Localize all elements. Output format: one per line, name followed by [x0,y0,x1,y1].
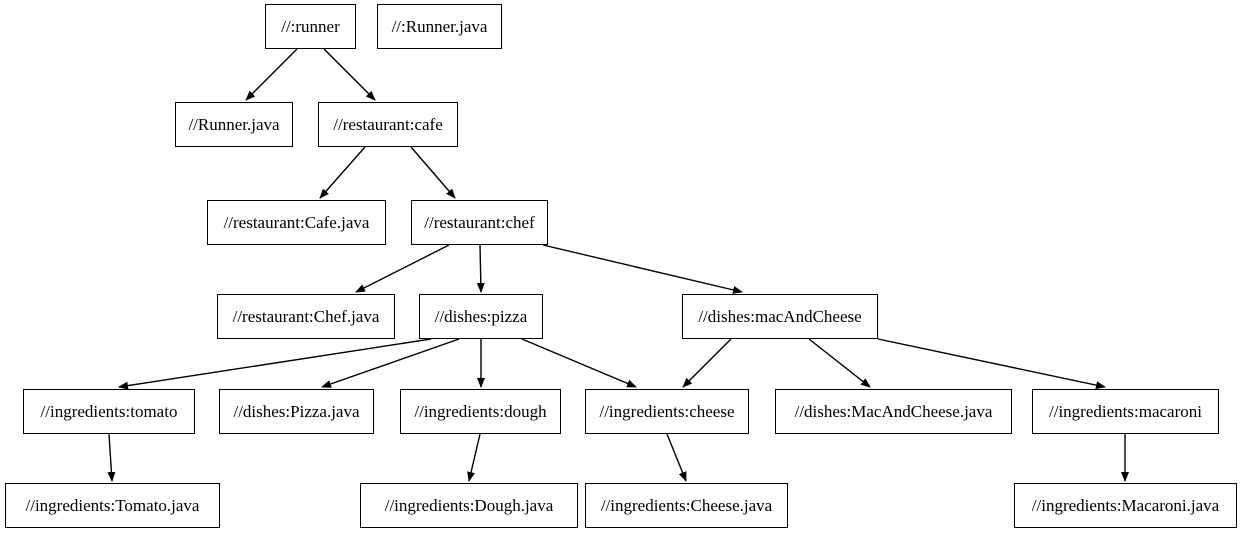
graph-edge-dishes_pizza-to-ing_tomato [118,338,432,390]
graph-edge-ing_dough-to-dough_java [467,433,481,482]
graph-node-mac_java[interactable]: //dishes:MacAndCheese.java [775,389,1012,434]
graph-node-label: //dishes:macAndCheese [698,307,862,326]
graph-node-restaurant_cafe[interactable]: //restaurant:cafe [318,102,458,147]
graph-node-label: //restaurant:cafe [333,115,443,134]
graph-edge-dishes_pizza-to-ing_cheese [521,338,637,388]
graph-node-label: //restaurant:chef [424,213,535,232]
graph-node-label: //dishes:pizza [434,307,528,326]
graph-edge-restaurant_chef-to-dishes_pizza [476,244,485,293]
graph-node-label: //restaurant:Cafe.java [223,213,370,232]
graph-edge-runner-to-runner_java [245,48,298,101]
graph-node-cafe_java[interactable]: //restaurant:Cafe.java [207,200,386,245]
graph-edge-restaurant_cafe-to-restaurant_chef [410,146,456,199]
graph-node-label: //ingredients:Dough.java [384,496,554,515]
graph-edge-ing_tomato-to-tomato_java [107,433,116,482]
graph-node-pizza_java[interactable]: //dishes:Pizza.java [219,389,374,434]
graph-node-label: //ingredients:Macaroni.java [1031,496,1220,515]
graph-node-dishes_pizza[interactable]: //dishes:pizza [419,294,543,339]
graph-node-chef_java[interactable]: //restaurant:Chef.java [217,294,395,339]
graph-node-label: //ingredients:cheese [599,402,735,421]
graph-edge-restaurant_chef-to-dishes_mac [542,244,743,294]
graph-node-label: //ingredients:tomato [40,402,178,421]
graph-node-cheese_java[interactable]: //ingredients:Cheese.java [585,483,788,528]
graph-edge-restaurant_chef-to-chef_java [355,244,450,293]
graph-node-ing_macaroni[interactable]: //ingredients:macaroni [1032,389,1219,434]
graph-node-label: //ingredients:Cheese.java [600,496,773,515]
graph-node-tomato_java[interactable]: //ingredients:Tomato.java [5,483,220,528]
graph-node-ing_dough[interactable]: //ingredients:dough [400,389,561,434]
graph-node-macaroni_java[interactable]: //ingredients:Macaroni.java [1014,483,1237,528]
graph-node-label: //ingredients:Tomato.java [25,496,200,515]
graph-edge-dishes_pizza-to-pizza_java [321,338,460,388]
graph-edge-dishes_mac-to-mac_java [808,338,871,388]
graph-node-label: //Runner.java [188,115,280,134]
graph-node-label: //dishes:MacAndCheese.java [794,402,993,421]
graph-node-runner[interactable]: //:runner [265,4,356,49]
graph-node-label: //:Runner.java [391,17,488,36]
graph-node-label: //ingredients:dough [414,402,547,421]
graph-node-label: //ingredients:macaroni [1049,402,1202,421]
graph-node-label: //dishes:Pizza.java [233,402,360,421]
graph-node-label: //restaurant:Chef.java [232,307,380,326]
graph-edge-dishes_mac-to-ing_cheese [682,338,732,388]
graph-node-root_runner_java[interactable]: //:Runner.java [377,4,502,49]
graph-edge-restaurant_cafe-to-cafe_java [319,146,366,199]
graph-node-ing_cheese[interactable]: //ingredients:cheese [585,389,749,434]
graph-node-dishes_mac[interactable]: //dishes:macAndCheese [682,294,878,339]
graph-node-dough_java[interactable]: //ingredients:Dough.java [360,483,578,528]
graph-edge-ing_cheese-to-cheese_java [666,433,687,482]
graph-node-label: //:runner [281,17,340,36]
graph-node-ing_tomato[interactable]: //ingredients:tomato [23,389,195,434]
graph-node-restaurant_chef[interactable]: //restaurant:chef [411,200,548,245]
graph-edge-dishes_mac-to-ing_macaroni [877,338,1106,390]
graph-edge-runner-to-restaurant_cafe [323,48,376,101]
graph-node-runner_java[interactable]: //Runner.java [175,102,293,147]
